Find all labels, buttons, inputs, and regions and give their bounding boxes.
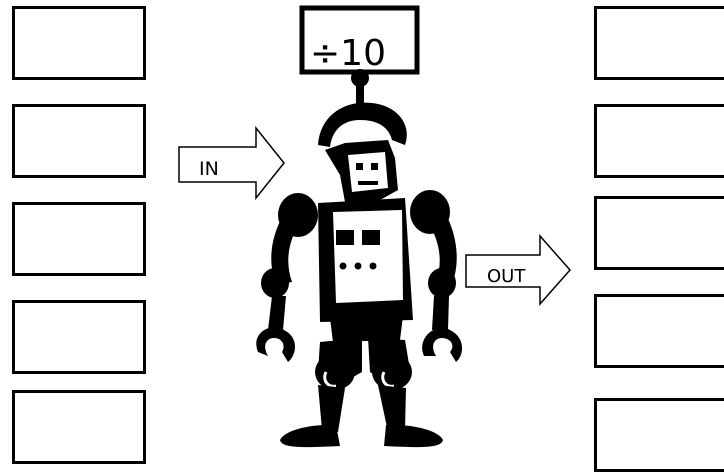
- input-box-4[interactable]: [12, 300, 146, 374]
- output-box-4[interactable]: [594, 294, 724, 368]
- in-arrow-icon: [178, 125, 285, 201]
- input-box-2[interactable]: [12, 104, 146, 178]
- input-box-1[interactable]: [12, 6, 146, 80]
- rule-sign: [299, 5, 420, 75]
- output-box-2[interactable]: [594, 104, 724, 178]
- out-arrow-icon: [465, 234, 572, 306]
- input-box-3[interactable]: [12, 202, 146, 276]
- output-box-5[interactable]: [594, 398, 724, 472]
- robot-icon: [256, 69, 463, 448]
- rule-text: ÷10: [310, 33, 386, 74]
- output-box-1[interactable]: [594, 6, 724, 80]
- in-arrow-label: IN: [199, 158, 219, 180]
- out-arrow-label: OUT: [487, 266, 526, 287]
- input-box-5[interactable]: [12, 390, 146, 464]
- output-box-3[interactable]: [594, 196, 724, 270]
